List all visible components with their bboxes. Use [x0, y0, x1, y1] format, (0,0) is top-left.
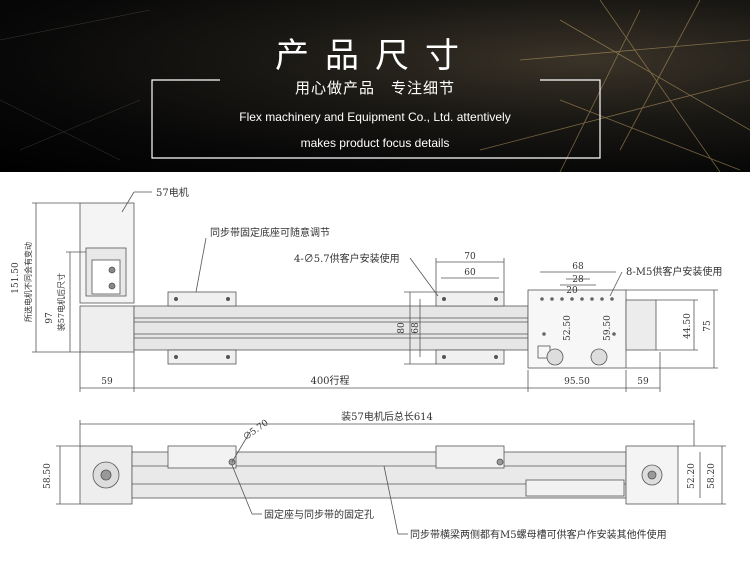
dim-58-20: 58.20 — [707, 463, 717, 489]
dim-97: 97 — [45, 312, 55, 324]
dim-20: 20 — [566, 286, 578, 296]
banner-tagline-1: Flex machinery and Equipment Co., Ltd. a… — [239, 110, 511, 124]
dim-58-50: 58.50 — [43, 463, 53, 489]
decorative-light-streaks — [0, 0, 750, 172]
dim-68-vertical: 68 — [411, 322, 421, 334]
header-banner: 产品尺寸 用心做产品 专注细节 Flex machinery and Equip… — [0, 0, 750, 172]
dim-44-50: 44.50 — [683, 313, 693, 339]
banner-title: 产品尺寸 — [275, 36, 475, 76]
mount-holes-label: 4-∅5.7供客户安装使用 — [294, 252, 400, 265]
dim-52-20: 52.20 — [687, 463, 697, 489]
dim-59-right: 59 — [637, 377, 649, 387]
dimension-drawing: 57电机 同步带固定底座可随意调节 4-∅5.7供客户安装使用 8-M5供客户安… — [11, 186, 726, 541]
dim-total-length: 装57电机后总长614 — [341, 410, 433, 423]
dim-60: 60 — [464, 268, 476, 278]
dim-68-top: 68 — [572, 262, 584, 272]
banner-subtitle: 用心做产品 专注细节 — [294, 79, 455, 97]
dim-70: 70 — [464, 252, 476, 262]
dim-52-50: 52.50 — [563, 315, 573, 341]
dim-59-left: 59 — [101, 377, 113, 387]
base-adjust-label: 同步带固定底座可随意调节 — [210, 226, 330, 239]
dim-stroke-400: 400行程 — [310, 374, 349, 387]
side-note-motor-varies: 所选电机不同会有变动 — [23, 242, 33, 322]
dim-28: 28 — [572, 275, 584, 285]
rail-top-view — [133, 305, 529, 351]
banner-tagline-2: makes product focus details — [300, 136, 450, 150]
m5-holes-label: 8-M5供客户安装使用 — [626, 265, 722, 278]
side-note-with-motor: 装57电机后尺寸 — [56, 273, 66, 331]
dim-95-50: 95.50 — [564, 377, 590, 387]
fixing-hole-note: 固定座与同步带的固定孔 — [264, 508, 374, 521]
dim-80: 80 — [397, 322, 407, 334]
dim-151-50: 151.50 — [11, 262, 21, 294]
motor-label: 57电机 — [156, 186, 189, 199]
dim-75: 75 — [703, 320, 713, 332]
dim-hole-5-70: ∅5.70 — [242, 418, 271, 442]
m5-slot-note: 同步带横梁两侧都有M5螺母槽可供客户作安装其他件使用 — [410, 528, 667, 541]
dim-59-50: 59.50 — [603, 315, 613, 341]
carriage-block — [527, 289, 627, 369]
